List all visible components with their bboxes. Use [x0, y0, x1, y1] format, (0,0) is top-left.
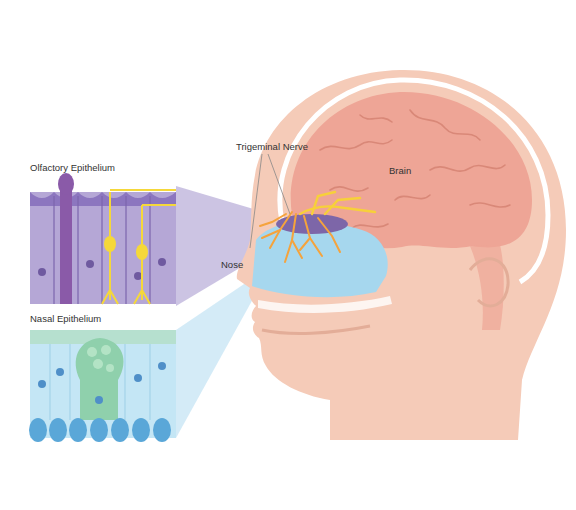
- head-silhouette: [237, 70, 566, 440]
- trigeminal-branches: [260, 212, 340, 262]
- olfactory-inset-box: Olfactory Epithelium: [28, 162, 178, 307]
- ear: [470, 259, 508, 306]
- olfactory-nerves: [300, 192, 375, 214]
- palate: [258, 296, 392, 313]
- nose-label: Nose: [221, 259, 243, 270]
- olfactory-bulb: [276, 214, 348, 234]
- nasal-inset-box: Nasal Epithelium: [28, 313, 178, 440]
- brain-label: Brain: [389, 165, 411, 176]
- skull-line: [280, 80, 548, 282]
- leader-line: [250, 154, 262, 248]
- inset-heading: Olfactory Epithelium: [30, 162, 115, 173]
- olfactory-epithelium-inset: [30, 173, 176, 304]
- nerve-label: Trigeminal Nerve: [236, 141, 308, 152]
- leader-line: [268, 154, 290, 214]
- brain-gyri: [320, 110, 510, 228]
- mouth-line: [262, 326, 370, 333]
- nasal-epithelium-inset: [29, 330, 176, 442]
- inset-heading: Nasal Epithelium: [30, 313, 101, 324]
- nasal-projection: [176, 280, 258, 438]
